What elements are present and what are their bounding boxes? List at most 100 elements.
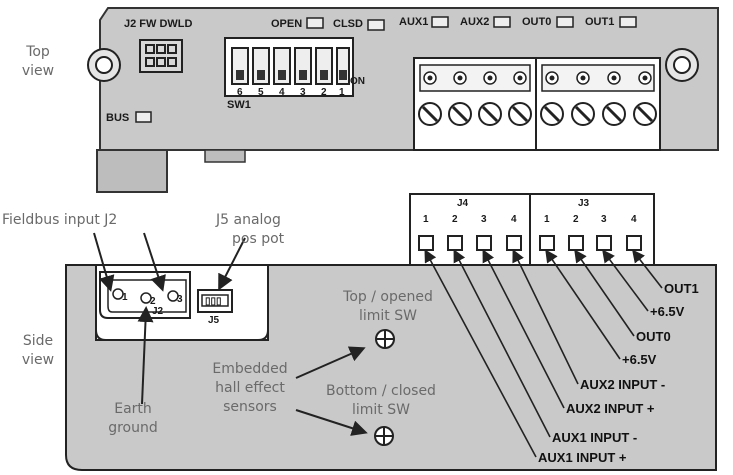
dip-number: 5 — [258, 87, 264, 98]
dip-number: 3 — [300, 87, 306, 98]
j2-fw-dwld-label: J2 FW DWLD — [124, 18, 192, 30]
terminal-label: AUX2 INPUT - — [580, 377, 665, 392]
j2-header — [139, 39, 183, 73]
terminal-screw — [602, 71, 626, 126]
embedded-hall-label-line3: sensors — [223, 399, 277, 415]
terminal-label: AUX2 INPUT + — [566, 401, 655, 416]
j5-analog-label-line2: pos pot — [232, 231, 285, 247]
header-pin-number: 1 — [423, 214, 429, 225]
terminal-screw — [540, 71, 564, 126]
dip-number: 2 — [321, 87, 327, 98]
terminal-screw — [478, 71, 502, 126]
out1-led-label: OUT1 — [585, 16, 614, 28]
callout-arrows — [93, 232, 368, 436]
bottom-closed-label-line2: limit SW — [352, 402, 410, 418]
header-pin-boxes — [418, 235, 642, 251]
terminal-screw — [418, 71, 442, 126]
terminal-screw — [633, 71, 657, 126]
out0-led — [556, 16, 574, 28]
header-pin-number: 4 — [631, 214, 637, 225]
header-pin-number: 3 — [481, 214, 487, 225]
dip-on-label: ON — [350, 76, 365, 87]
top-limit-hall-sensor — [375, 329, 395, 349]
sw1-dip-switch — [224, 37, 354, 97]
bottom-closed-label-line1: Bottom / closed — [326, 383, 436, 399]
mount-bracket — [96, 149, 168, 193]
j4-j3-header — [409, 193, 655, 266]
header-pin-number: 1 — [544, 214, 550, 225]
embedded-hall-label-line1: Embedded — [212, 361, 287, 377]
terminal-label: AUX1 INPUT + — [538, 450, 627, 465]
j5-analog-connector — [197, 289, 233, 313]
terminal-label: OUT1 — [664, 281, 699, 296]
header-pin-number: 2 — [452, 214, 458, 225]
clsd-led-label: CLSD — [333, 18, 363, 30]
j3-label: J3 — [578, 198, 590, 209]
terminal-screw — [508, 71, 532, 126]
header-pin — [568, 235, 584, 251]
clsd-led — [367, 19, 385, 31]
side-view-label-line2: view — [22, 352, 54, 368]
bottom-limit-hall-sensor — [374, 426, 394, 446]
j4-label: J4 — [457, 198, 469, 209]
terminal-leader-line — [602, 249, 649, 312]
terminal-screw — [571, 71, 595, 126]
j5-analog-label-line1: J5 analog — [215, 212, 281, 228]
terminal-screws-top — [418, 71, 657, 126]
top-view-label-line2: view — [22, 63, 54, 79]
j2-pin-number: 1 — [122, 292, 128, 303]
fieldbus-input-label: Fieldbus input J2 — [2, 212, 117, 228]
bus-led — [135, 111, 152, 123]
dip-number: 4 — [279, 87, 285, 98]
j2-pin-number: 2 — [150, 296, 156, 307]
earth-ground-label-line2: ground — [108, 420, 158, 436]
header-pin — [476, 235, 492, 251]
earth-ground-label-line1: Earth — [114, 401, 152, 417]
terminal-screw — [448, 71, 472, 126]
terminal-leader-line — [482, 249, 565, 409]
dip-number: 6 — [237, 87, 243, 98]
top-view-label-line1: Top — [25, 44, 50, 60]
terminal-leader-line — [545, 249, 621, 360]
dip-number: 1 — [339, 87, 345, 98]
out0-led-label: OUT0 — [522, 16, 551, 28]
j5-connector-label: J5 — [208, 315, 220, 326]
aux2-led-label: AUX2 — [460, 16, 489, 28]
j2-pin-number: 3 — [177, 294, 183, 305]
terminal-leader-line — [632, 249, 663, 289]
terminal-leader-lines — [424, 249, 663, 458]
bus-led-label: BUS — [106, 112, 129, 124]
terminal-leader-line — [574, 249, 635, 337]
header-pin — [506, 235, 522, 251]
terminal-label: +6.5V — [650, 304, 685, 319]
side-view-label-line1: Side — [23, 333, 53, 349]
j2-fieldbus-connector — [99, 271, 191, 319]
header-pin — [418, 235, 434, 251]
terminal-label: OUT0 — [636, 329, 671, 344]
terminal-leader-line — [424, 249, 537, 458]
header-pin — [596, 235, 612, 251]
sw1-label: SW1 — [227, 99, 251, 111]
terminal-leader-line — [453, 249, 551, 438]
embedded-hall-label-line2: hall effect — [215, 380, 285, 396]
terminal-leader-line — [512, 249, 579, 385]
header-pin-number: 2 — [573, 214, 579, 225]
open-led — [306, 17, 324, 29]
header-pin-number: 3 — [601, 214, 607, 225]
header-pin — [539, 235, 555, 251]
mount-hole-right — [665, 48, 699, 82]
header-pin — [626, 235, 642, 251]
terminal-label: AUX1 INPUT - — [552, 430, 637, 445]
aux2-led — [493, 16, 511, 28]
open-led-label: OPEN — [271, 18, 302, 30]
mount-hole-left — [87, 48, 121, 82]
j5-pin-glyph: ▯▯▯ — [205, 296, 222, 307]
j2-connector-label: J2 — [152, 306, 164, 317]
top-opened-label-line1: Top / opened — [342, 289, 433, 305]
aux1-led-label: AUX1 — [399, 16, 428, 28]
out1-led — [619, 16, 637, 28]
header-pin-number: 4 — [511, 214, 517, 225]
terminal-label: +6.5V — [622, 352, 657, 367]
